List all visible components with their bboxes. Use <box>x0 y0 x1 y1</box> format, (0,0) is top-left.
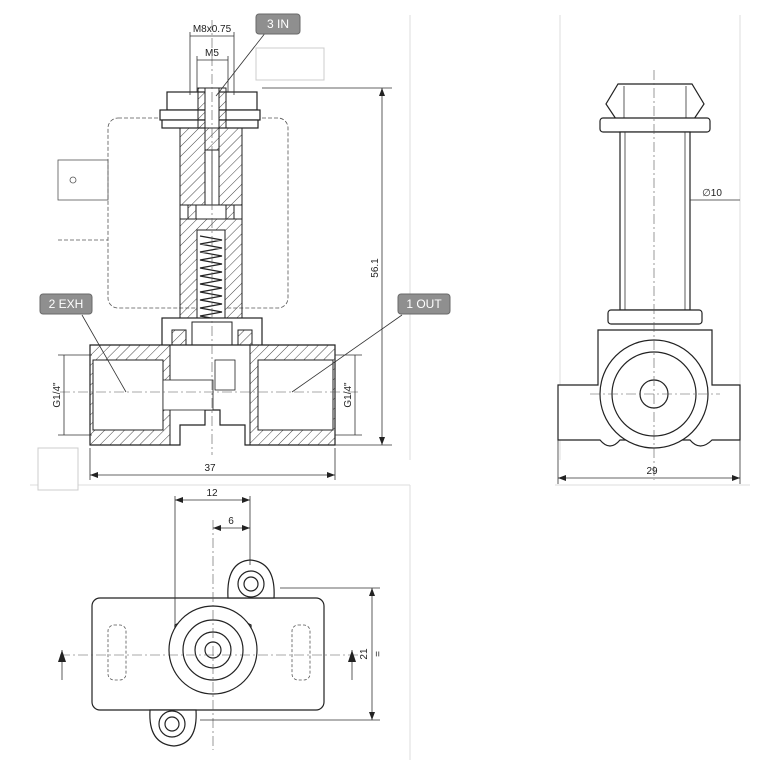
callout-out-label: 1 OUT <box>406 297 442 311</box>
dim-height: 56.1 <box>370 258 381 278</box>
dim-width-side: 29 <box>646 466 658 477</box>
callout-exh-label: 2 EXH <box>49 297 84 311</box>
dim-plan-equal: = <box>373 651 384 657</box>
callout-in-label: 3 IN <box>267 17 289 31</box>
dim-port-left: G1/4" <box>52 382 63 408</box>
dim-thread-top: M8x0.75 <box>193 24 232 35</box>
dim-plan-12: 12 <box>206 488 218 499</box>
dim-plan-6: 6 <box>228 516 234 527</box>
dim-plan-21: 21 <box>359 648 370 660</box>
callout-exh: 2 EXH <box>39 293 93 315</box>
spring <box>199 235 223 321</box>
dim-coil-diameter: ∅10 <box>702 188 722 199</box>
front-section-view <box>37 20 403 491</box>
plan-view <box>58 496 380 750</box>
dim-port-right: G1/4" <box>343 382 354 408</box>
callout-out: 1 OUT <box>397 293 451 315</box>
callout-in: 3 IN <box>255 13 301 35</box>
dim-width-front: 37 <box>204 463 216 474</box>
side-view <box>557 70 741 484</box>
dim-m5: M5 <box>205 48 219 59</box>
